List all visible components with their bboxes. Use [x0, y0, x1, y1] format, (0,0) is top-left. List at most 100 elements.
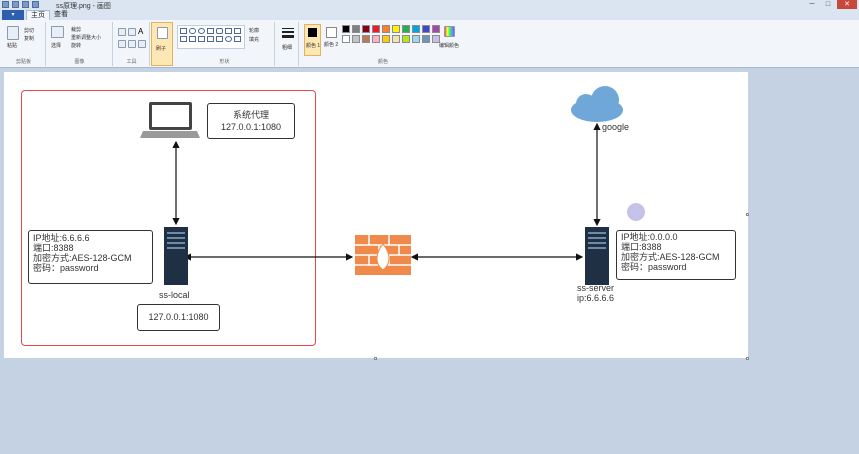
fill-icon[interactable] [128, 28, 136, 36]
diamond-shape-icon[interactable] [180, 36, 187, 42]
color-picker-icon[interactable] [128, 40, 136, 48]
outline-button[interactable]: 轮廓 [249, 28, 260, 34]
size-line-icon [282, 28, 294, 29]
star-shape-icon[interactable] [207, 36, 214, 42]
palette-swatch[interactable] [382, 25, 390, 33]
palette-swatch[interactable] [412, 35, 420, 43]
palette-swatch[interactable] [362, 35, 370, 43]
select-icon[interactable] [51, 26, 64, 38]
save-icon[interactable] [12, 1, 19, 8]
local-address-text: 127.0.0.1:1080 [148, 312, 209, 322]
cloud-callout-shape-icon[interactable] [225, 36, 232, 42]
palette-swatch[interactable] [412, 25, 420, 33]
palette-swatch[interactable] [372, 25, 380, 33]
callout-shape-icon[interactable] [216, 36, 223, 42]
curve-shape-icon[interactable] [189, 28, 196, 34]
palette-swatch[interactable] [352, 25, 360, 33]
oval-shape-icon[interactable] [198, 28, 205, 34]
palette-swatch[interactable] [352, 35, 360, 43]
color1-label: 颜色 1 [306, 43, 321, 49]
window-title: ss原理.png - 画图 [56, 3, 111, 10]
resize-handle-bottom[interactable] [374, 357, 377, 360]
server-ip-text: IP地址:0.0.0.0 [621, 232, 678, 242]
palette-swatch[interactable] [402, 35, 410, 43]
palette-swatch[interactable] [422, 25, 430, 33]
palette-swatch[interactable] [382, 35, 390, 43]
close-button[interactable]: ✕ [837, 0, 857, 9]
shapes-gallery[interactable] [177, 25, 245, 49]
palette-swatch[interactable] [432, 35, 440, 43]
local-ip-text: IP地址:6.6.6.6 [33, 233, 90, 243]
firewall-icon [355, 235, 411, 275]
remote-server-icon [585, 227, 609, 285]
palette-swatch[interactable] [422, 35, 430, 43]
text-icon[interactable]: A [138, 27, 144, 36]
palette-swatch[interactable] [362, 25, 370, 33]
local-address-box: 127.0.0.1:1080 [137, 304, 220, 331]
polygon-shape-icon[interactable] [225, 28, 232, 34]
cursor-highlight-icon [627, 203, 645, 221]
cloud-icon [571, 86, 623, 122]
edit-colors-button[interactable]: 编辑颜色 [439, 43, 460, 49]
resize-handle-right[interactable] [746, 213, 749, 216]
size-label: 粗细 [282, 45, 293, 51]
pencil-icon[interactable] [118, 28, 126, 36]
size-line-icon [282, 31, 294, 33]
brushes-button[interactable]: 刷子 [151, 22, 173, 66]
arrow-shape-icon[interactable] [198, 36, 205, 42]
edit-colors-icon[interactable] [444, 26, 455, 37]
copy-button[interactable]: 复制 [24, 36, 35, 42]
system-proxy-box: 系统代理 127.0.0.1:1080 [207, 103, 295, 139]
brushes-label: 刷子 [156, 46, 167, 52]
color-palette [342, 25, 440, 45]
undo-icon[interactable] [22, 1, 29, 8]
color1-button[interactable]: 颜色 1 [304, 24, 321, 56]
fill-button[interactable]: 填充 [249, 37, 260, 43]
palette-swatch[interactable] [372, 35, 380, 43]
color1-swatch [308, 28, 317, 37]
ribbon-tabs: ▾ 主页 查看 [0, 10, 859, 20]
resize-handle-corner[interactable] [746, 357, 749, 360]
maximize-button[interactable]: □ [825, 1, 831, 8]
resize-button[interactable]: 重新调整大小 [71, 35, 102, 41]
select-button[interactable]: 选择 [51, 43, 62, 49]
triangle-shape-icon[interactable] [234, 28, 241, 34]
file-menu-button[interactable]: ▾ [2, 10, 24, 20]
drawing-canvas[interactable]: 系统代理 127.0.0.1:1080 IP地址:6.6.6.6 端口:8388… [4, 72, 748, 358]
palette-swatch[interactable] [402, 25, 410, 33]
eraser-icon[interactable] [118, 40, 126, 48]
size-button[interactable]: 粗细 [277, 22, 299, 66]
google-label: google [602, 122, 630, 132]
cut-button[interactable]: 剪切 [24, 28, 35, 34]
color2-label: 颜色 2 [324, 42, 339, 48]
pentagon-shape-icon[interactable] [189, 36, 196, 42]
local-red-frame [21, 90, 316, 346]
server-ip-label: ip:6.6.6.6 [577, 293, 615, 303]
crop-button[interactable]: 裁剪 [71, 27, 82, 33]
line-shape-icon[interactable] [180, 28, 187, 34]
redo-icon[interactable] [32, 1, 39, 8]
tab-view[interactable]: 查看 [54, 11, 68, 18]
ribbon: 粘贴 剪切 复制 剪贴板 选择 裁剪 重新调整大小 旋转 图像 A 工具 刷子 [0, 20, 859, 68]
tab-home[interactable]: 主页 [26, 10, 50, 20]
server-port-text: 端口:8388 [621, 242, 662, 252]
palette-swatch[interactable] [392, 35, 400, 43]
paste-icon[interactable] [7, 26, 19, 40]
minimize-button[interactable]: ─ [809, 1, 815, 8]
rectangle-shape-icon[interactable] [207, 28, 214, 34]
rotate-button[interactable]: 旋转 [71, 43, 82, 49]
quick-access-toolbar [2, 1, 39, 8]
heart-shape-icon[interactable] [234, 36, 241, 42]
magnifier-icon[interactable] [138, 40, 146, 48]
paste-button[interactable]: 粘贴 [7, 43, 18, 49]
palette-swatch[interactable] [342, 35, 350, 43]
color2-button[interactable]: 颜色 2 [323, 24, 340, 56]
rounded-rectangle-shape-icon[interactable] [216, 28, 223, 34]
palette-swatch[interactable] [342, 25, 350, 33]
palette-swatch[interactable] [432, 25, 440, 33]
app-menu-icon[interactable] [2, 1, 9, 8]
palette-swatch[interactable] [392, 25, 400, 33]
title-bar: ss原理.png - 画图 ─ □ ✕ [0, 0, 859, 10]
laptop-icon [140, 102, 200, 138]
server-password-text: 密码：password [621, 262, 687, 272]
